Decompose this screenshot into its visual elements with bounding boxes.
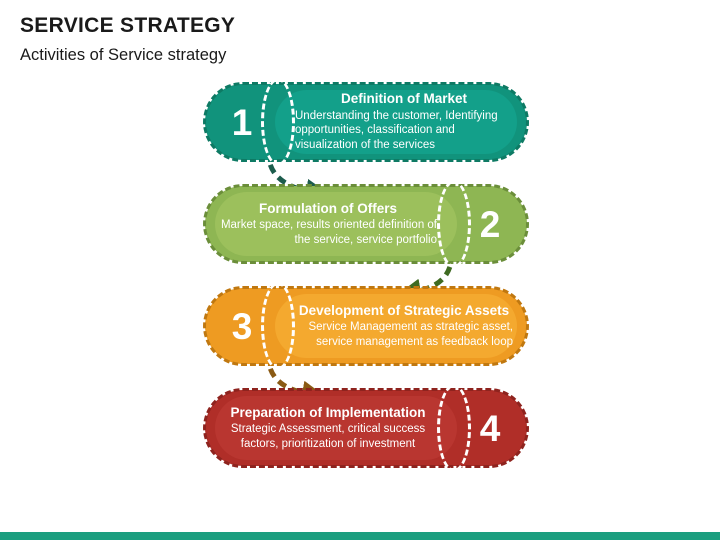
step-4-divider-arc: [437, 384, 471, 472]
step-1-dashed-outline: [203, 82, 529, 162]
page-title: SERVICE STRATEGY: [20, 14, 236, 37]
step-4-number-zone: 4: [451, 388, 529, 468]
step-4-dashed-outline: [203, 388, 529, 468]
step-1-number-zone: 1: [203, 82, 281, 162]
step-4-text: Preparation of Implementation Strategic …: [219, 388, 437, 468]
step-2-dashed-outline: [203, 184, 529, 264]
step-row-2[interactable]: 2 Formulation of Offers Market space, re…: [203, 180, 529, 268]
step-3-dashed-outline: [203, 286, 529, 366]
step-2-capsule: [205, 186, 527, 262]
step-2-number: 2: [479, 203, 501, 245]
step-2-title: Formulation of Offers: [259, 200, 397, 216]
step-2-divider-arc: [437, 180, 471, 268]
step-1-description: Understanding the customer, Identifying …: [295, 109, 498, 152]
step-1-number: 1: [231, 101, 253, 143]
step-3-divider-arc: [261, 282, 295, 370]
step-4-capsule: [205, 390, 527, 466]
step-4-number: 4: [479, 407, 501, 449]
header: SERVICE STRATEGY Activities of Service s…: [20, 14, 700, 64]
step-2-description: Market space, results oriented definitio…: [220, 219, 437, 246]
step-row-1[interactable]: 1 Definition of Market Understanding the…: [203, 78, 529, 166]
step-3-title: Development of Strategic Assets: [298, 302, 510, 318]
step-1-title: Definition of Market: [340, 91, 467, 107]
step-2-number-zone: 2: [451, 184, 529, 264]
step-2-text: Formulation of Offers Market space, resu…: [219, 184, 437, 264]
bottom-accent-bar: [0, 532, 720, 540]
step-row-4[interactable]: 4 Preparation of Implementation Strategi…: [203, 384, 529, 472]
step-1-content-plate: [275, 90, 517, 154]
step-4-title: Preparation of Implementation: [230, 404, 426, 420]
step-1-divider-arc: [261, 78, 295, 166]
step-3-capsule: [205, 288, 527, 364]
step-3-description: Service Management as strategic asset, s…: [308, 321, 513, 348]
step-4-description: Strategic Assessment, critical success f…: [230, 423, 426, 450]
step-2-content-plate: [215, 192, 457, 256]
step-3-number-zone: 3: [203, 286, 281, 366]
page-subtitle: Activities of Service strategy: [20, 46, 227, 65]
step-3-content-plate: [275, 294, 517, 358]
step-3-number: 3: [231, 305, 253, 347]
step-1-text: Definition of Market Understanding the c…: [295, 82, 513, 162]
step-3-text: Development of Strategic Assets Service …: [295, 286, 513, 366]
step-1-capsule: [205, 84, 527, 160]
step-row-3[interactable]: 3 Development of Strategic Assets Servic…: [203, 282, 529, 370]
step-4-content-plate: [215, 396, 457, 460]
